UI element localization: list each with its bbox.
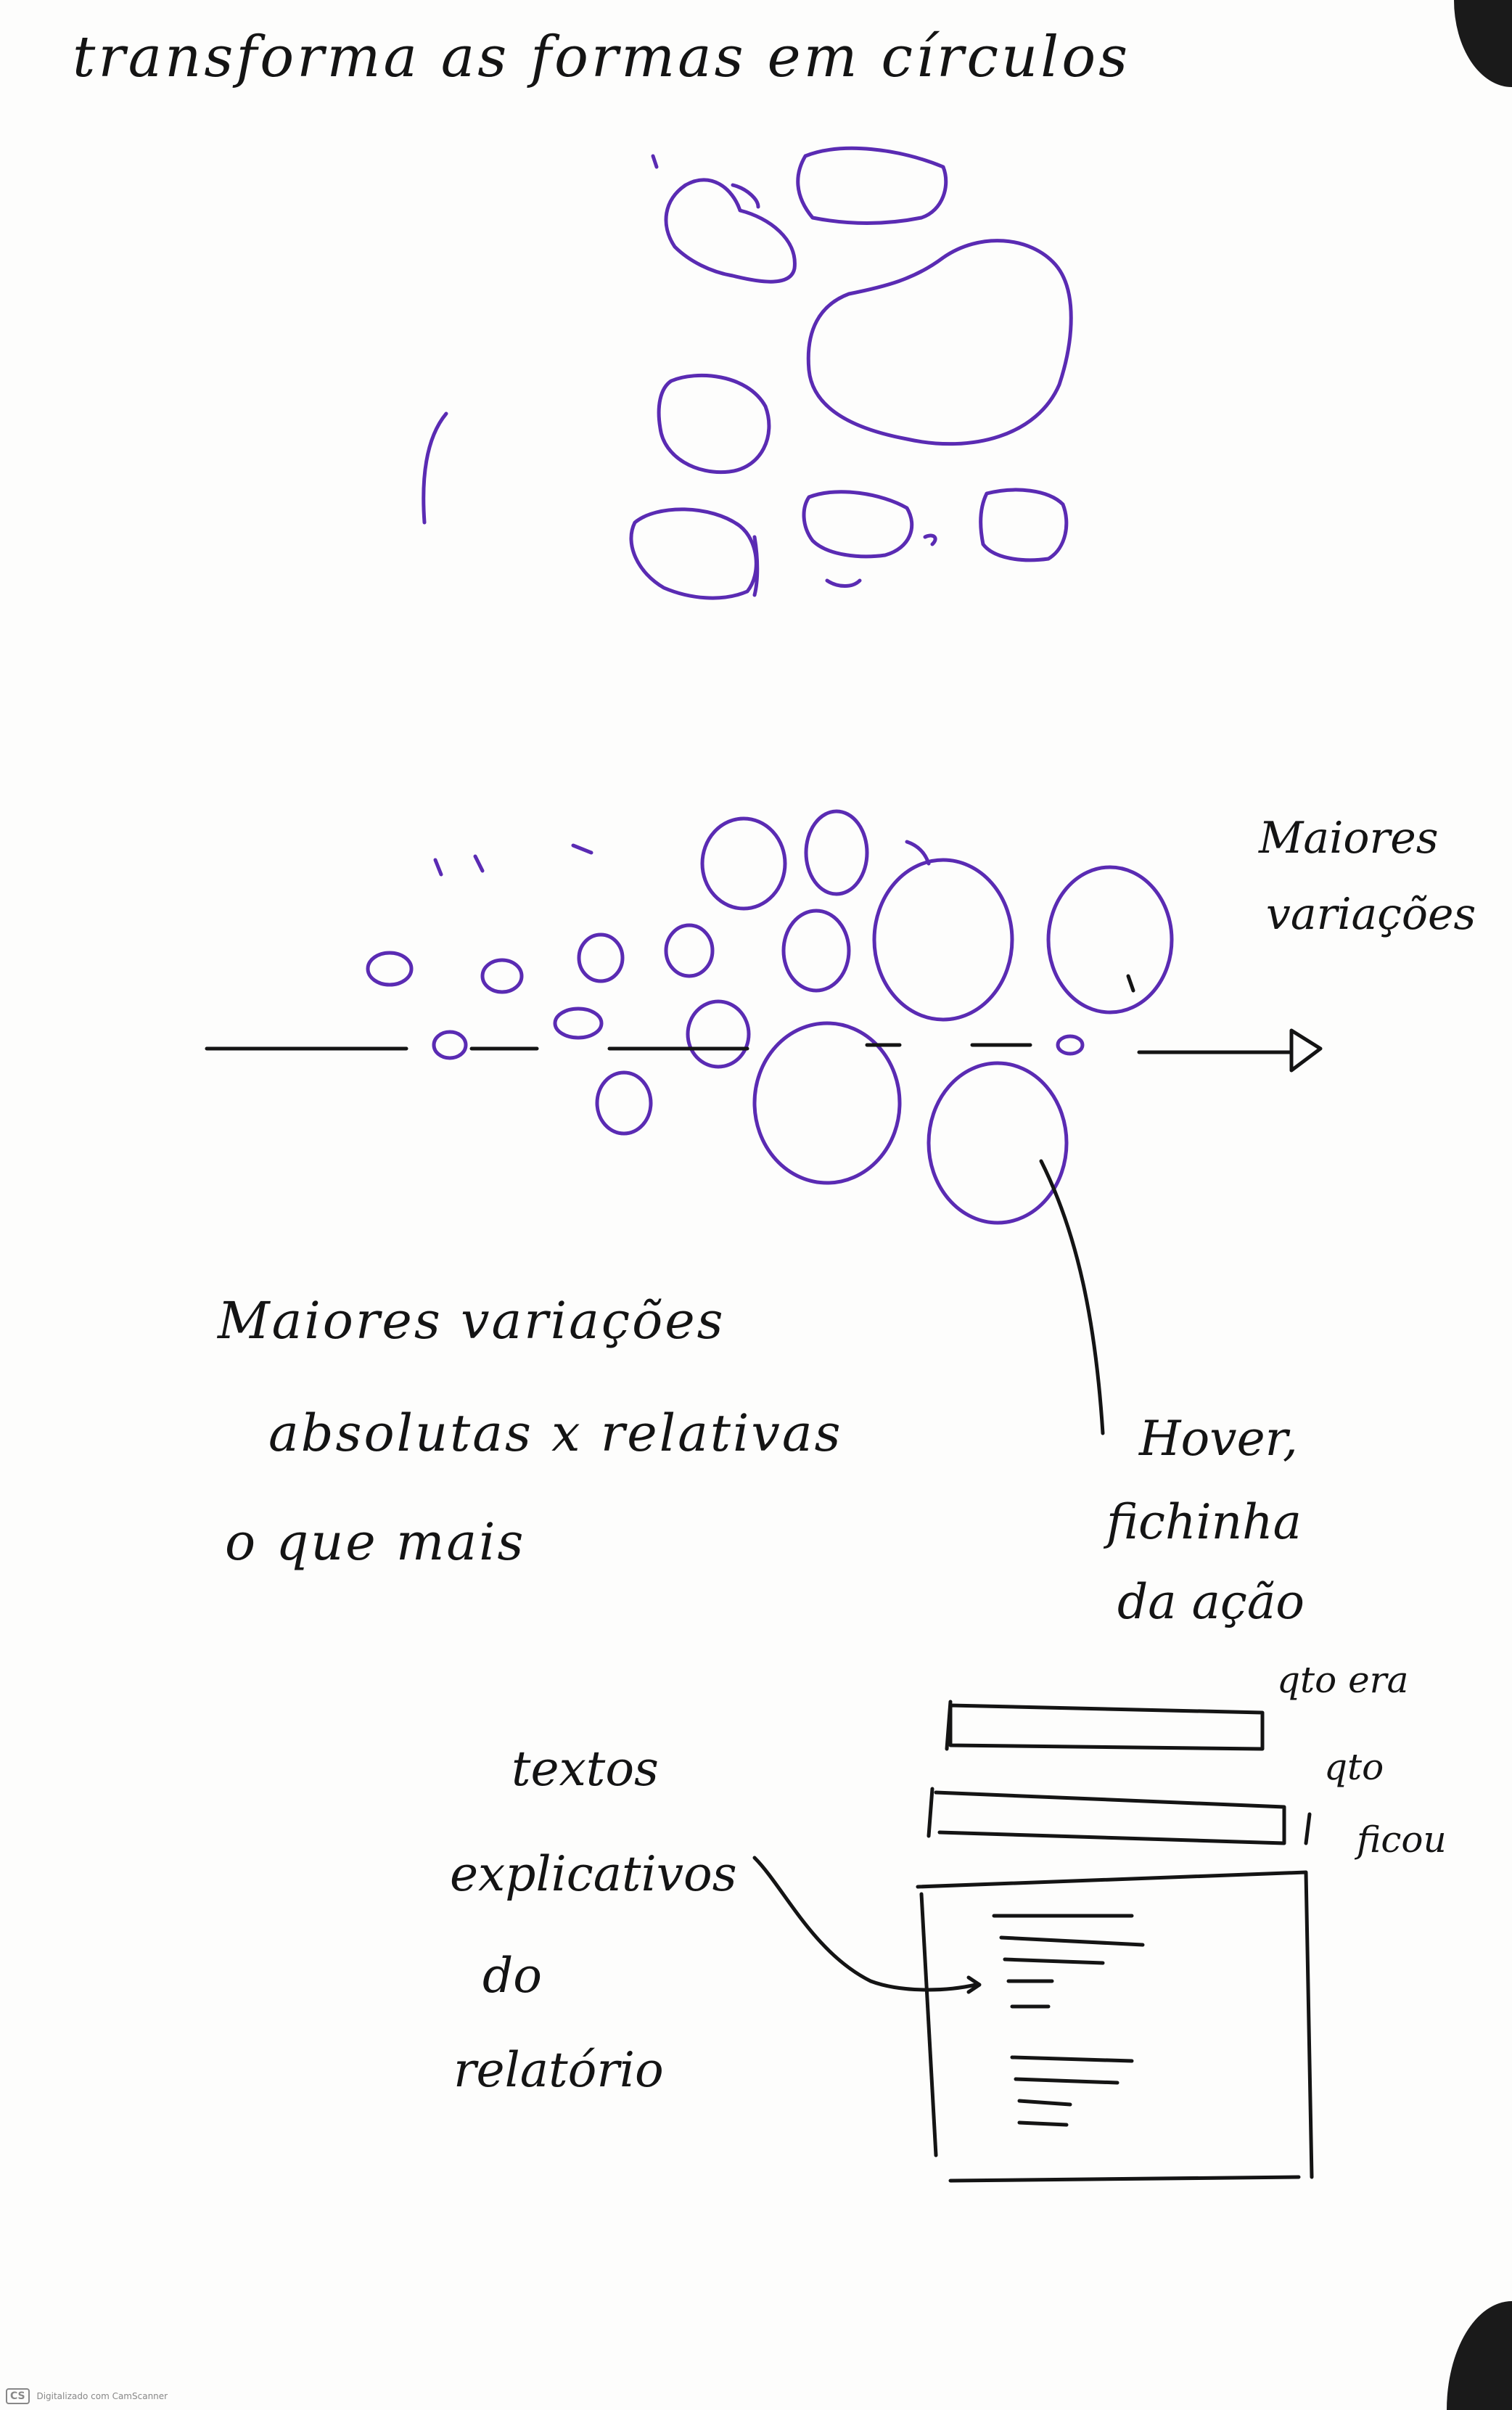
blob-mark	[923, 533, 937, 546]
main-note-line: absolutas x relativas	[268, 1403, 843, 1463]
qty-bar-after	[926, 1787, 934, 1838]
report-box	[916, 1870, 1314, 2179]
blob-mark	[825, 578, 862, 588]
circle-mark	[872, 858, 1014, 1022]
qty-bar-after	[934, 1790, 1286, 1845]
circle-mark	[700, 816, 787, 911]
qty-note-after: ficou	[1357, 1819, 1447, 1861]
circle-mark	[781, 909, 851, 993]
qty-note-after: qto	[1324, 1746, 1384, 1788]
circle-mark	[595, 1070, 653, 1136]
camscanner-logo: CS	[6, 2388, 30, 2404]
circle-mark	[553, 1007, 604, 1040]
report-note-line: relatório	[453, 2042, 664, 2098]
circle-mark	[433, 858, 443, 877]
side-note-line: variações	[1266, 889, 1476, 940]
report-text-line	[1003, 1957, 1105, 1965]
blob-mark	[651, 154, 659, 169]
blob-shape	[664, 178, 797, 284]
hover-note-line: da ação	[1117, 1574, 1304, 1630]
qty-note-before: qto era	[1277, 1659, 1409, 1701]
circle-mark	[804, 809, 869, 896]
report-text-line	[999, 1935, 1145, 1947]
report-note-line: explicativos	[450, 1846, 737, 1902]
report-text-line	[1017, 2120, 1069, 2127]
side-note-line: Maiores	[1259, 813, 1439, 864]
report-pointer	[966, 1975, 982, 1994]
blob-shape	[629, 507, 758, 600]
hover-note-line: Hover,	[1139, 1411, 1298, 1467]
hover-pointer	[1039, 1159, 1105, 1435]
note-title: transforma as formas em círculos	[73, 25, 1131, 90]
report-pointer	[752, 1856, 978, 1992]
report-note-line: textos	[511, 1741, 659, 1797]
qty-bar-before	[948, 1703, 1265, 1751]
circle-mark	[1046, 865, 1174, 1015]
main-note-line: o que mais	[225, 1512, 526, 1572]
report-note-line: do	[482, 1948, 542, 2004]
circle-mark	[664, 923, 715, 978]
circle-mark	[752, 1021, 902, 1185]
blob-mark	[752, 535, 760, 597]
blob-shape	[979, 488, 1069, 562]
circle-mark	[926, 1061, 1069, 1225]
report-box	[919, 1892, 938, 2157]
circle-mark	[1056, 1034, 1085, 1056]
report-text-line	[1014, 2077, 1119, 2085]
circle-mark	[432, 1030, 468, 1060]
blob-shape	[657, 373, 771, 475]
report-box	[948, 2175, 1301, 2183]
circle-mark	[366, 951, 414, 987]
blob-shape	[806, 239, 1073, 446]
circle-mark	[480, 958, 524, 994]
qty-bar-before	[945, 1700, 953, 1751]
blob-shape	[796, 146, 948, 225]
watermark-text: Digitalizado com CamScanner	[36, 2391, 168, 2401]
report-text-line	[1017, 2099, 1072, 2107]
circle-mark	[905, 840, 931, 866]
blob-shape	[802, 490, 914, 559]
circle-mark	[571, 843, 593, 855]
circle-mark	[473, 854, 485, 873]
circle-mark	[686, 999, 751, 1069]
scanner-watermark: CS Digitalizado com CamScanner	[6, 2388, 168, 2404]
pen-mark	[1126, 974, 1135, 993]
qty-bar-after	[1304, 1812, 1312, 1845]
axis-arrow	[1289, 1028, 1323, 1073]
report-text-line	[1010, 2055, 1134, 2063]
main-note-line: Maiores variações	[218, 1291, 726, 1350]
circle-mark	[577, 933, 625, 983]
hover-note-line: fichinha	[1106, 1494, 1302, 1550]
blob-mark	[422, 411, 448, 525]
blob-mark	[731, 183, 760, 209]
